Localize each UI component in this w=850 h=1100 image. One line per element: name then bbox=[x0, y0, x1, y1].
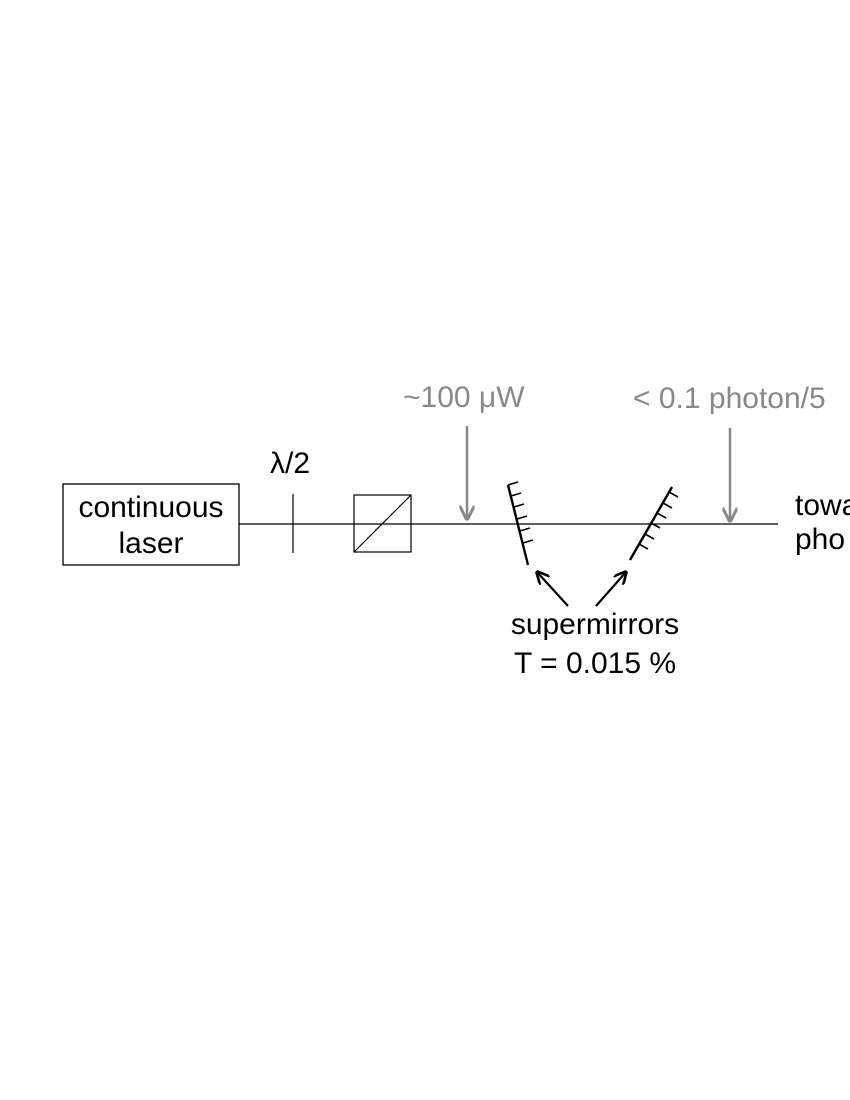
supermirrors-label: supermirrors bbox=[510, 608, 680, 641]
output-label: towa pho bbox=[795, 490, 850, 556]
laser-label: continuous laser bbox=[63, 492, 239, 560]
supermirror-arrow-right bbox=[595, 572, 626, 607]
laser-label-line1: continuous bbox=[78, 491, 224, 524]
power-out-label: < 0.1 photon/5 bbox=[633, 382, 826, 415]
power-in-label: ~100 μW bbox=[403, 381, 525, 414]
right-supermirror-icon bbox=[628, 486, 679, 561]
laser-label-line2: laser bbox=[118, 527, 184, 560]
supermirrors-caption: supermirrors T = 0.015 % bbox=[495, 609, 695, 680]
supermirrors-transmission: T = 0.015 % bbox=[513, 647, 677, 680]
waveplate-label: λ/2 bbox=[270, 447, 311, 480]
left-supermirror-icon bbox=[506, 481, 534, 566]
output-label-line1: towa bbox=[795, 489, 850, 522]
output-label-line2: pho bbox=[795, 523, 846, 556]
supermirror-arrow-left bbox=[537, 572, 569, 607]
beamsplitter-cube-icon bbox=[353, 494, 412, 553]
